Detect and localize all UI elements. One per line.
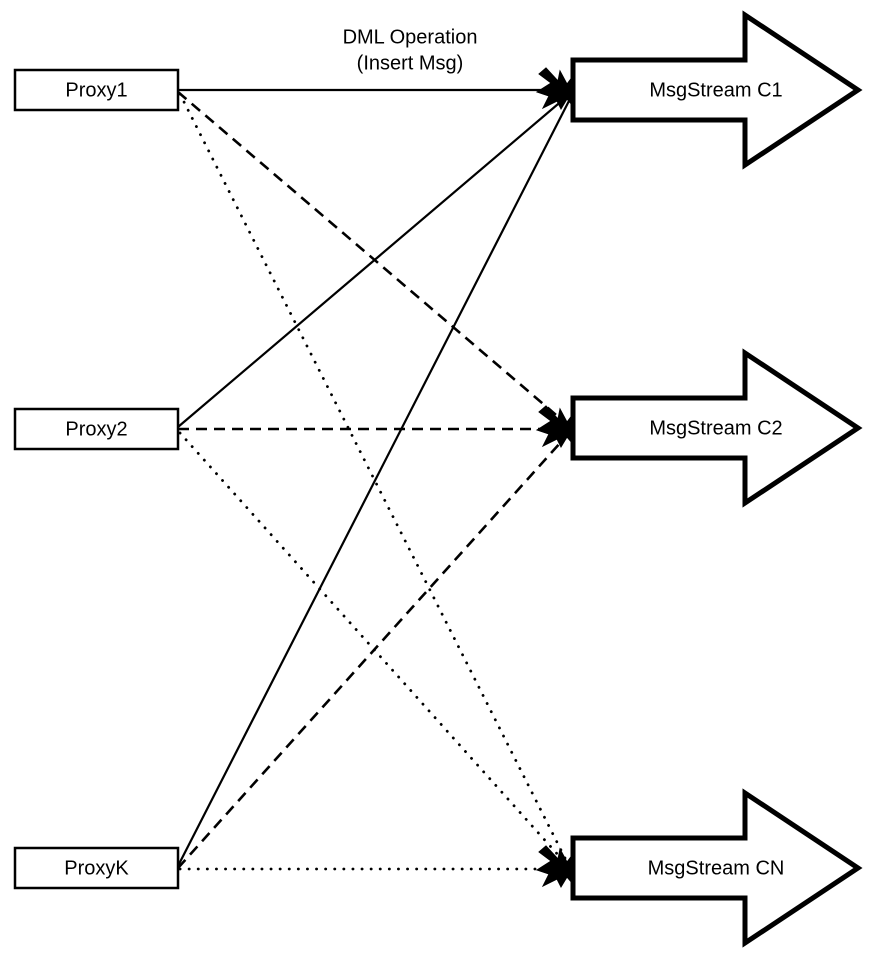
proxy-label: Proxy1 <box>65 79 127 101</box>
arrowhead-glyph <box>535 845 576 889</box>
arrowhead-glyph <box>535 67 576 111</box>
proxy-box <box>13 68 180 112</box>
annotation-line1: DML Operation <box>343 26 478 48</box>
stream-arrow-shape <box>570 788 863 948</box>
arrowheads-layer <box>535 67 576 889</box>
arrowhead-head-c1 <box>535 67 576 111</box>
edge-proxyk-to-c1 <box>177 94 573 867</box>
annotation-dml-op: DML Operation (Insert Msg) <box>343 26 478 74</box>
edge-proxy1-to-cn <box>178 92 570 866</box>
proxy-proxy2[interactable]: Proxy2 <box>13 407 180 451</box>
stream-label: MsgStream C1 <box>649 79 782 101</box>
stream-stream-c2[interactable]: MsgStream C2 <box>570 348 863 508</box>
stream-label: MsgStream CN <box>648 857 785 879</box>
proxy-proxy1[interactable]: Proxy1 <box>13 68 180 112</box>
proxy-box <box>13 407 180 451</box>
annotation-line2: (Insert Msg) <box>357 52 464 74</box>
streams-layer: MsgStream C1 MsgStream C2 MsgStream CN <box>570 10 863 948</box>
arrowhead-head-cn <box>535 845 576 889</box>
stream-arrow-shape <box>570 10 863 170</box>
proxy-proxyk[interactable]: ProxyK <box>13 846 180 890</box>
edges-layer <box>177 88 573 871</box>
proxy-label: Proxy2 <box>65 418 127 440</box>
stream-label: MsgStream C2 <box>649 417 782 439</box>
stream-stream-cn[interactable]: MsgStream CN <box>570 788 863 948</box>
arrowhead-head-c2 <box>535 405 576 449</box>
annotations-layer: DML Operation (Insert Msg) <box>343 26 478 74</box>
edge-proxyk-to-c2 <box>177 431 571 869</box>
proxy-label: ProxyK <box>64 857 129 879</box>
stream-arrow-shape <box>570 348 863 508</box>
edge-proxy1-to-c2 <box>177 91 570 427</box>
proxy-box <box>13 846 180 890</box>
stream-stream-c1[interactable]: MsgStream C1 <box>570 10 863 170</box>
edge-proxy2-to-c1 <box>177 92 572 428</box>
arrowhead-glyph <box>535 405 576 449</box>
